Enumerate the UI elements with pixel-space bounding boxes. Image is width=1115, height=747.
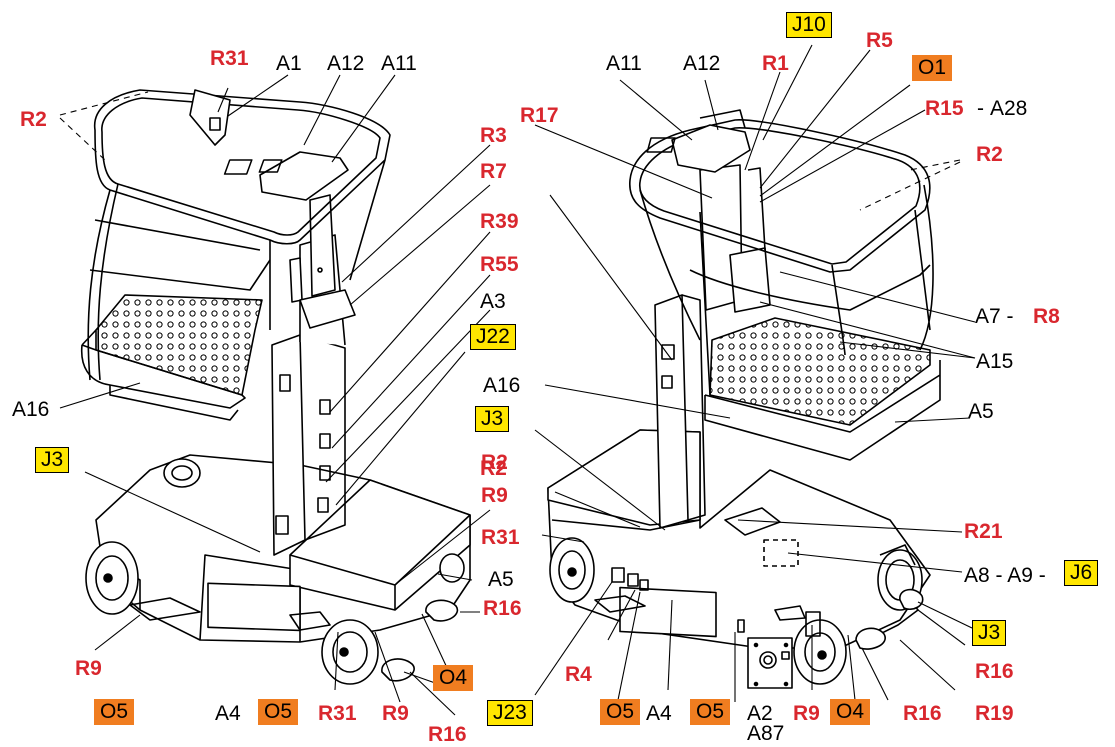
right-cage-posts — [639, 184, 934, 396]
callout-r9-left-2: R9 — [382, 702, 409, 725]
callout-r2-mid: R2 — [480, 457, 507, 480]
left-side-decal — [207, 582, 301, 632]
callout-r9-right-2: R9 — [793, 702, 820, 725]
callout-a5-right: A5 — [968, 400, 994, 423]
callout-r15: R15 — [925, 97, 964, 120]
callout-a1: A1 — [276, 52, 302, 75]
callout-a8-a9: A8 - A9 - — [964, 564, 1046, 587]
callout-r16-left-2: R16 — [428, 723, 467, 746]
right-floor-plate — [709, 317, 931, 426]
callout-j3-right-bottom: J3 — [972, 620, 1007, 646]
callout-a28-dash: - — [977, 97, 984, 120]
callout-a28: A28 — [990, 97, 1028, 120]
callout-o5-right-1: O5 — [600, 699, 641, 725]
callout-j3-right-top: J3 — [475, 406, 510, 432]
right-dashed-decal — [763, 539, 799, 567]
callout-r19: R19 — [975, 702, 1014, 725]
left-machine-drawing — [80, 89, 471, 685]
callout-a16-left: A16 — [12, 398, 50, 421]
callout-r4: R4 — [565, 663, 592, 686]
callout-a16-right: A16 — [483, 374, 521, 397]
callout-a5-left: A5 — [488, 568, 514, 591]
callout-j3-left: J3 — [35, 447, 70, 473]
callout-r17: R17 — [520, 104, 559, 127]
callout-r1: R1 — [762, 52, 789, 75]
callout-o5-left-1: O5 — [94, 699, 135, 725]
callout-a11-right: A11 — [606, 52, 642, 75]
callout-r16-left-1: R16 — [483, 597, 522, 620]
callout-r16-right-1: R16 — [975, 660, 1014, 683]
callout-r9-right-1: R9 — [481, 484, 508, 507]
callout-o4-right: O4 — [830, 699, 871, 725]
callout-a3: A3 — [480, 290, 506, 313]
callout-r31-top-left: R31 — [210, 47, 249, 70]
callout-r2-right: R2 — [976, 143, 1003, 166]
callout-r39: R39 — [480, 210, 519, 233]
callout-r55: R55 — [480, 253, 519, 276]
callout-j23: J23 — [487, 700, 533, 726]
callout-o1: O1 — [912, 55, 953, 81]
callout-j10: J10 — [786, 12, 832, 38]
left-wheel-rear — [85, 541, 139, 615]
callout-a87: A87 — [747, 722, 785, 745]
callout-r7: R7 — [480, 160, 507, 183]
callout-o4-left: O4 — [433, 665, 474, 691]
callout-a2: A2 — [747, 702, 773, 725]
callout-r2-right-low: R2 — [481, 451, 508, 474]
callout-r5: R5 — [866, 29, 893, 52]
callout-a7: A7 - — [975, 305, 1014, 328]
callout-r2-left: R2 — [20, 108, 47, 131]
callout-j22: J22 — [470, 324, 516, 350]
right-wheel-rear — [549, 537, 595, 603]
callout-j6: J6 — [1064, 560, 1099, 586]
callout-r3: R3 — [480, 124, 507, 147]
left-cage-posts — [87, 159, 386, 381]
left-front-box — [289, 479, 471, 611]
right-machine-drawing — [547, 109, 941, 689]
callout-a12-left: A12 — [327, 52, 365, 75]
callout-r21: R21 — [964, 520, 1003, 543]
callout-o5-right-2: O5 — [690, 699, 731, 725]
callout-r9-left-1: R9 — [75, 657, 102, 680]
left-control-box — [259, 151, 349, 201]
callout-r31-left-bottom: R31 — [318, 702, 357, 725]
callout-a11-left: A11 — [381, 52, 417, 75]
callout-a12-right: A12 — [683, 52, 721, 75]
callout-a4-left: A4 — [215, 702, 241, 725]
callout-a4-right: A4 — [646, 702, 672, 725]
callout-r8: R8 — [1033, 305, 1060, 328]
callout-o5-left-2: O5 — [258, 699, 299, 725]
callout-r31-right: R31 — [481, 526, 520, 549]
callout-r16-right-2: R16 — [903, 702, 942, 725]
left-cage-top-rail — [93, 89, 391, 245]
leader-lines — [59, 44, 976, 716]
right-control-box — [671, 124, 751, 173]
callout-a15: A15 — [976, 350, 1014, 373]
